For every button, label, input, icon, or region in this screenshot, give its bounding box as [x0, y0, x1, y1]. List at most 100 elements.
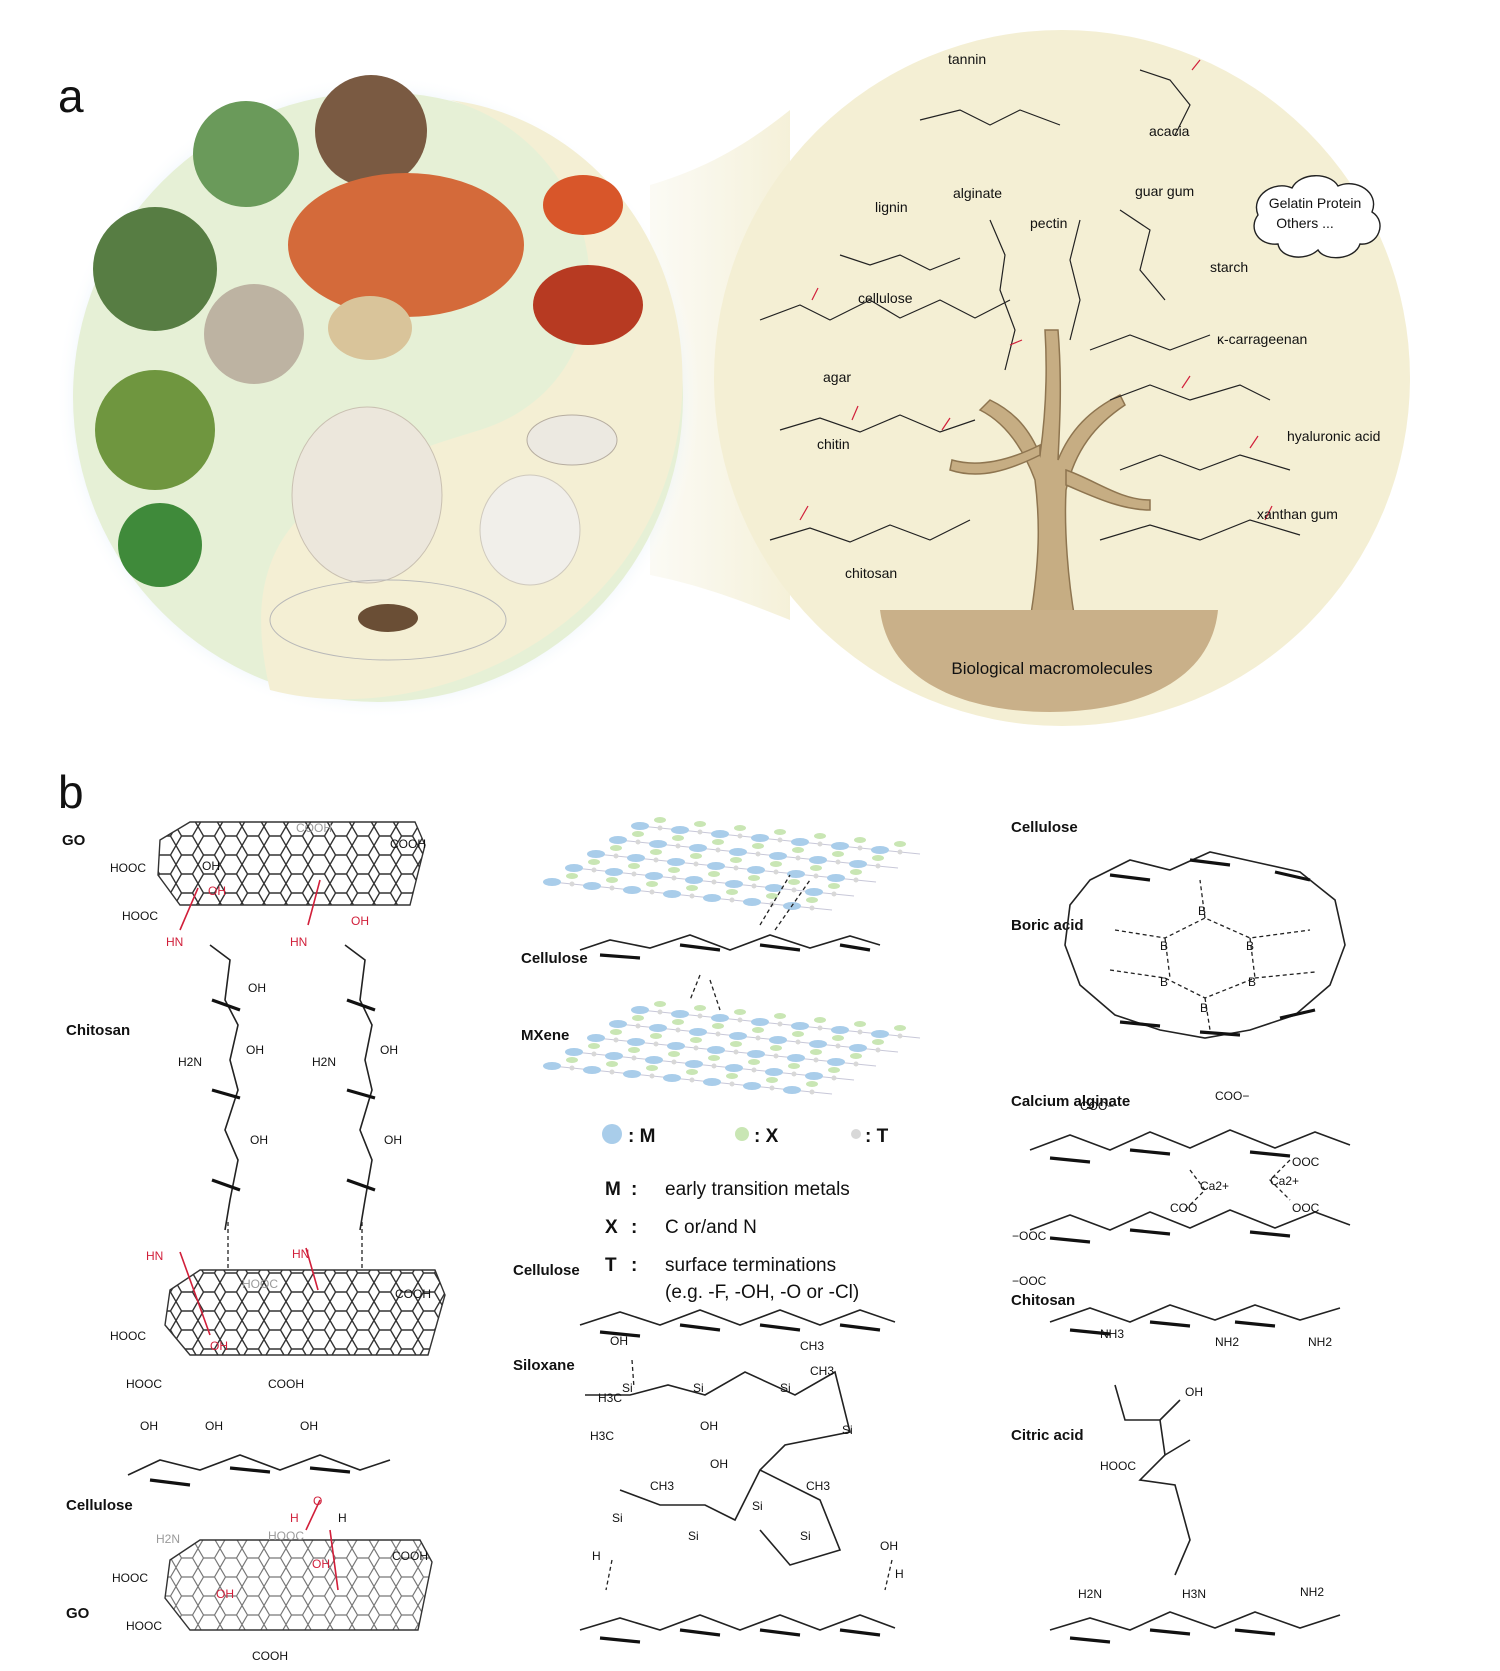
mxene-x-atom: [734, 825, 746, 831]
chitosan-hn-3: HN: [146, 1249, 163, 1263]
mxene-metal-atom: [729, 1032, 747, 1040]
panel-a: a: [56, 30, 1410, 726]
alginate-ooc-1: −OOC: [1012, 1229, 1047, 1243]
siloxane-h-2: H: [895, 1567, 904, 1581]
label-xanthan-gum: xanthan gum: [1257, 506, 1338, 522]
cloud-line-2: Others ...: [1276, 215, 1334, 231]
siloxane-si-7: Si: [752, 1499, 763, 1513]
go-bot-hooc-1: HOOC: [112, 1571, 148, 1585]
mxene-metal-atom: [689, 1028, 707, 1036]
mxene-x-atom: [566, 1057, 578, 1063]
siloxane-oh-1: OH: [700, 1419, 718, 1433]
mxene-metal-atom: [667, 858, 685, 866]
mxene-metal-atom: [765, 884, 783, 892]
go-top-hooc-1: HOOC: [110, 861, 146, 875]
mxene-x-atom: [672, 1019, 684, 1025]
mxene-x-atom: [632, 831, 644, 837]
cloud-line-1: Gelatin Protein: [1269, 195, 1362, 211]
go-top-oh-red: OH: [208, 884, 226, 898]
mxene-metal-atom: [645, 872, 663, 880]
siloxane-si-3: Si: [780, 1381, 791, 1395]
mxene-termination-atom: [631, 871, 637, 877]
mxene-termination-atom: [773, 869, 779, 875]
mxene-x-atom: [726, 889, 738, 895]
mxene-metal-atom: [809, 1040, 827, 1048]
mxene-metal-atom: [747, 1050, 765, 1058]
mxene-x-atom: [646, 881, 658, 887]
chitosan-oh-5: OH: [384, 1133, 402, 1147]
mxene-metal-atom: [805, 1072, 823, 1080]
mxene-termination-atom: [657, 1009, 663, 1015]
mxene-swatch-legend: : M : X : T: [602, 1124, 889, 1147]
go-top-oh-red-2: OH: [351, 914, 369, 928]
mxene-termination-atom: [653, 1041, 659, 1047]
mxene-metal-atom: [707, 862, 725, 870]
mxene-x-atom: [748, 875, 760, 881]
mxene-termination-atom: [737, 833, 743, 839]
mxene-metal-atom: [831, 1026, 849, 1034]
mxene-x-atom: [672, 835, 684, 841]
chitosan-hn-1: HN: [166, 935, 183, 949]
mxene-x-atom: [628, 863, 640, 869]
svg-text::: :: [631, 1217, 637, 1238]
siloxane-network: H3C CH3 Si Si Si Si OH OH H3C CH3 CH3 CH…: [579, 1309, 904, 1644]
algae-photo: [118, 503, 202, 587]
mxene-metal-atom: [671, 1010, 689, 1018]
go-bot-hooc-grey: HOOC: [268, 1529, 304, 1543]
mxene-termination-atom: [853, 877, 859, 883]
label-starch: starch: [1210, 259, 1248, 275]
label-chitosan: chitosan: [845, 565, 897, 581]
mxene-x-atom: [606, 877, 618, 883]
go-bot-oh-red-1: OH: [216, 1587, 234, 1601]
go-mid-oh-red: OH: [210, 1339, 228, 1353]
chitosan-hn-4: HN: [292, 1247, 309, 1261]
siloxane-si-5: Si: [612, 1511, 623, 1525]
lamb-photo: [291, 406, 443, 584]
spider-web-photo: [269, 579, 507, 661]
chitosan-chain-left: [209, 944, 241, 1231]
go-mid-hooc-grey: HOOC: [242, 1277, 278, 1291]
col1-label-chitosan: Chitosan: [66, 1022, 130, 1039]
legend-note-t: (e.g. -F, -OH, -O or -Cl): [665, 1282, 859, 1303]
mxene-x-atom: [774, 1013, 786, 1019]
mxene-metal-atom: [809, 856, 827, 864]
mxene-termination-atom: [755, 851, 761, 857]
mxene-termination-atom: [857, 1029, 863, 1035]
mxene-x-atom: [730, 857, 742, 863]
mxene-metal-atom: [703, 1078, 721, 1086]
mxene-x-atom: [748, 1059, 760, 1065]
tree-base-label: Biological macromolecules: [951, 659, 1152, 678]
mxene-termination-atom: [569, 1065, 575, 1071]
label-guar-gum: guar gum: [1135, 183, 1194, 199]
siloxane-oh-2: OH: [610, 1334, 628, 1348]
mxene-metal-atom: [871, 846, 889, 854]
mxene-x-atom: [832, 1035, 844, 1041]
mxene-metal-atom: [685, 1060, 703, 1068]
mxene-termination-atom: [795, 1039, 801, 1045]
mxene-termination-atom: [613, 1037, 619, 1043]
mxene-x-atom: [654, 1001, 666, 1007]
label-acacia: acacia: [1149, 123, 1190, 139]
label-agar: agar: [823, 369, 851, 385]
mxene-metal-atom: [725, 1064, 743, 1072]
mxene-metal-atom: [871, 1030, 889, 1038]
mxene-metal-atom: [849, 1044, 867, 1052]
polysaccharide-chains: [759, 69, 1301, 543]
chitosan-nh3: NH3: [1100, 1327, 1124, 1341]
mxene-termination-atom: [729, 897, 735, 903]
go-bot-cooh-2: COOH: [252, 1649, 288, 1663]
siloxane-si-6: Si: [688, 1529, 699, 1543]
red-functional-groups: [799, 59, 1273, 521]
chitosan-h2n-2: H2N: [312, 1055, 336, 1069]
mxene-x-atom: [646, 1065, 658, 1071]
mxene-termination-atom: [809, 905, 815, 911]
col1-label-go-top: GO: [62, 832, 86, 849]
siloxane-ch3-3: CH3: [650, 1479, 674, 1493]
chitosan-oh-3: OH: [380, 1043, 398, 1057]
mxene-termination-atom: [609, 885, 615, 891]
mxene-termination-atom: [733, 865, 739, 871]
mxene-metal-atom: [711, 1014, 729, 1022]
cellulose-oh-2: OH: [205, 1419, 223, 1433]
mxene-metal-atom: [725, 880, 743, 888]
